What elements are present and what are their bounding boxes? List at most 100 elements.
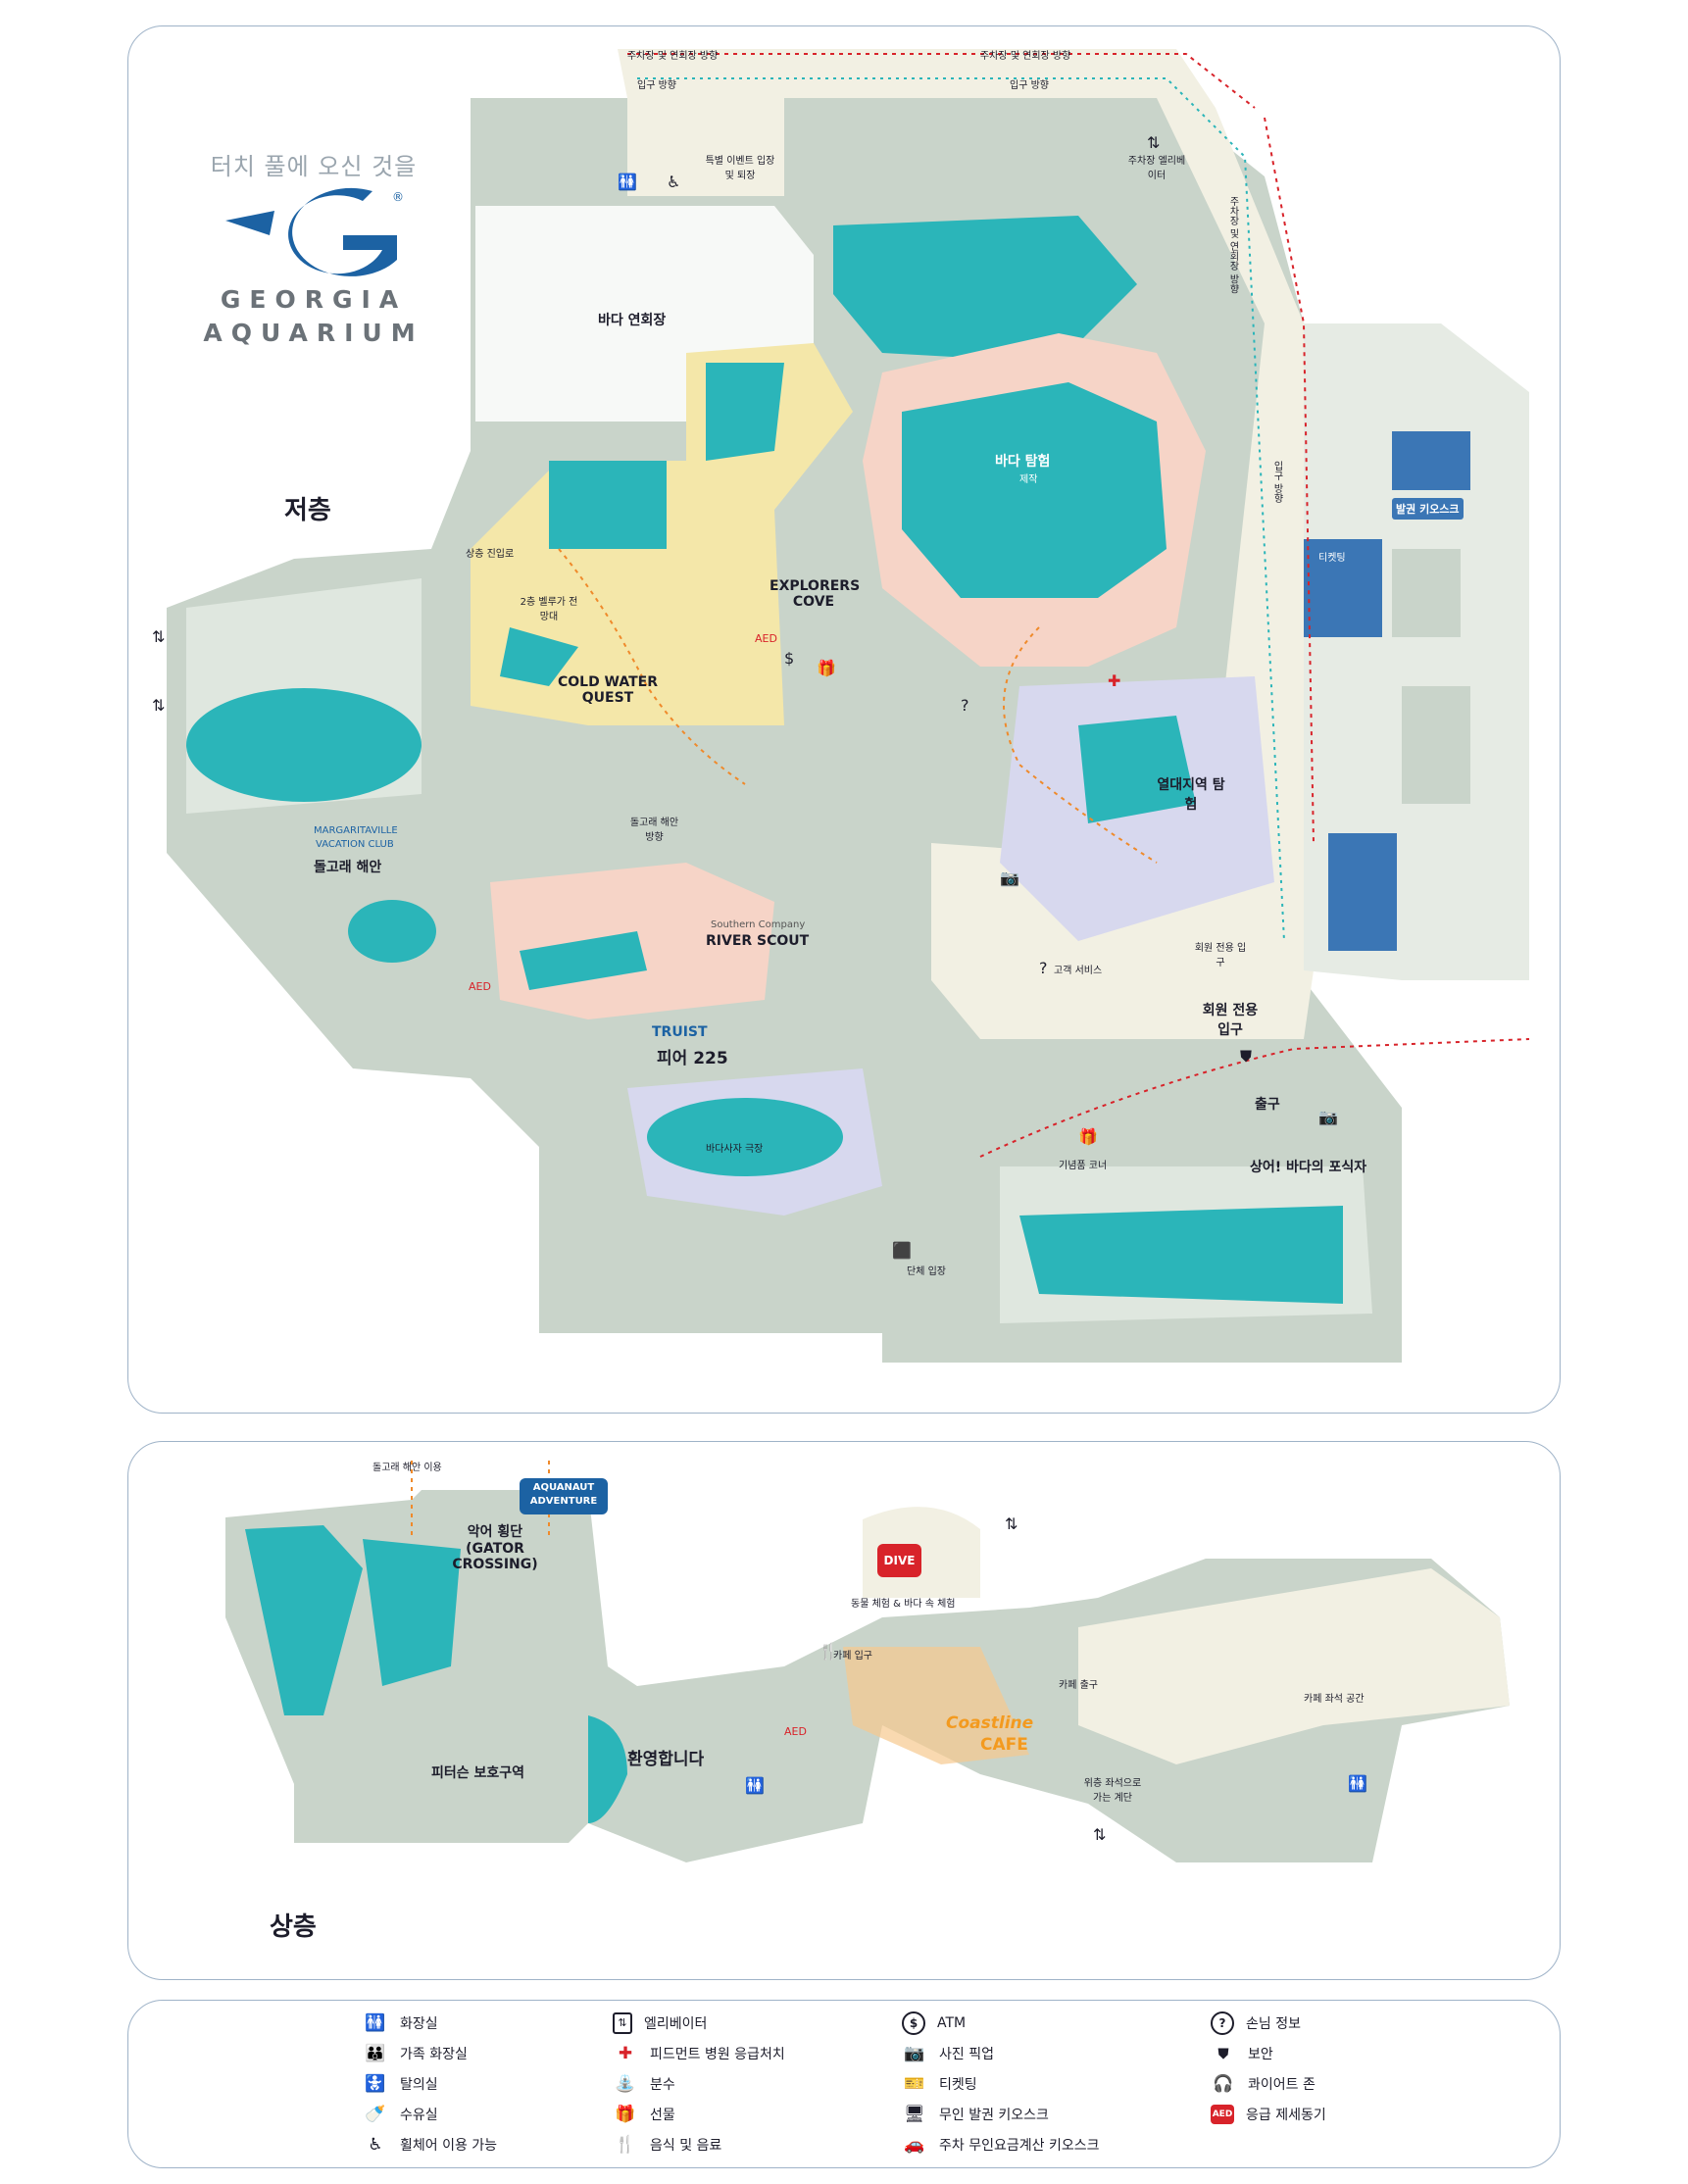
family-restroom-icon: 👪 (365, 2043, 386, 2063)
aed-icon: AED (755, 632, 777, 645)
dive-logo: DIVE (877, 1544, 921, 1577)
aed-icon: AED (1211, 2104, 1234, 2124)
nursing-room-icon: 🍼 (365, 2104, 386, 2124)
label-member-entrance-large: 회원 전용 입구 (1202, 1003, 1259, 1038)
legend-atm: $ATM (902, 2008, 1099, 2038)
route-path-2 (1003, 626, 1158, 864)
parking-kiosk-icon: 🚗 (904, 2134, 925, 2155)
label-second-floor-view: 2층 벨루가 전망대 (520, 597, 578, 622)
label-group-entrance: 단체 입장 (907, 1266, 946, 1277)
legend-wheelchair: ♿휠체어 이용 가능 (363, 2129, 497, 2159)
registered-mark: ® (392, 190, 404, 204)
whale-shark-tank (833, 216, 1137, 363)
brand-tagline: 터치 풀에 오신 것을 (210, 153, 418, 180)
label-stairs-to-seating: 위층 좌석으로 가는 계단 (1083, 1778, 1142, 1804)
fountain-icon: ⛲ (615, 2073, 636, 2094)
upper-floor-title: 상층 (270, 1912, 317, 1942)
legend-gift: 🎁선물 (613, 2099, 785, 2129)
label-special-event: 특별 이벤트 입장 및 퇴장 (705, 156, 775, 181)
legend-ticketing: 🎫티켓팅 (902, 2068, 1099, 2099)
georgia-aquarium-logo: ® (225, 187, 404, 276)
label-parking-elevator: 주차장 엘리베이터 (1127, 156, 1186, 181)
label-cafe-exit: 카페 출구 (1059, 1680, 1098, 1691)
explorers-tank (706, 363, 784, 461)
legend-food-drink: 🍴음식 및 음료 (613, 2129, 785, 2159)
legend-column-3: $ATM 📷사진 픽업 🎫티켓팅 🖥무인 발권 키오스크 🚗주차 무인요금계산 … (902, 2008, 1099, 2159)
atm-icon: $ (784, 649, 795, 668)
atm-icon: $ (902, 2010, 925, 2035)
photo-pickup-icon: 📷 (904, 2043, 925, 2063)
label-kiosk: 발권 키오스크 (1392, 498, 1464, 520)
first-aid-icon: ✚ (618, 2043, 633, 2063)
first-aid-icon: ✚ (1108, 671, 1121, 690)
label-margaritaville: MARGARITAVILLE (314, 825, 398, 836)
group-entrance-icon: ⬛ (892, 1241, 912, 1260)
elevator-icon: ⇅ (1005, 1514, 1018, 1533)
gift-icon: 🎁 (1078, 1127, 1098, 1146)
security-icon: ⛊ (1240, 1047, 1253, 1066)
elevator-icon: ⇅ (613, 2011, 632, 2034)
label-coastline-cafe-1: Coastline (946, 1713, 1034, 1733)
label-gator-crossing: 악어 횡단 (GATOR CROSSING) (452, 1524, 538, 1572)
label-directions-entrance-2: 입구 방향 (1010, 80, 1049, 91)
outer-walkway (618, 49, 1314, 1039)
ticketing-building (1304, 539, 1382, 637)
cold-water-tank (500, 627, 578, 686)
legend-changing-room: 🚼탈의실 (363, 2068, 497, 2099)
river-scout-tank (520, 931, 647, 990)
aquanaut-logo: AQUANAUT ADVENTURE (520, 1478, 608, 1514)
legend-panel (127, 2000, 1561, 2168)
shark-tank (1019, 1206, 1343, 1304)
legend-photo-pickup: 📷사진 픽업 (902, 2038, 1099, 2068)
label-peterson: 피터슨 보호구역 (431, 1765, 525, 1781)
sea-lion-pool (647, 1098, 843, 1176)
label-dolphin-direction: 돌고래 해안 방향 (629, 818, 679, 843)
parking-route (627, 53, 1256, 109)
parking-route-vertical (1264, 117, 1315, 844)
label-truist-sponsor: TRUIST (652, 1024, 708, 1040)
guest-info-icon: ? (1039, 959, 1048, 977)
restroom-icon: 🚻 (618, 173, 637, 191)
legend-first-aid: ✚피드먼트 병원 응급처치 (613, 2038, 785, 2068)
label-vertical-route-1: 주차장 및 연회장 방향 (1227, 196, 1238, 294)
legend-choir-zone: 🎧콰이어트 존 (1211, 2068, 1326, 2099)
legend-column-2: ⇅엘리베이터 ✚피드먼트 병원 응급처치 ⛲분수 🎁선물 🍴음식 및 음료 (613, 2008, 785, 2159)
blue-building (1328, 833, 1397, 951)
label-vertical-route-2: 입구 방향 (1271, 461, 1282, 504)
legend-family-restroom: 👪가족 화장실 (363, 2038, 497, 2068)
ticketing-icon: 🎫 (904, 2073, 925, 2094)
label-tropical-diver: 열대지역 탐험 (1157, 777, 1225, 813)
ocean-voyager-tank (902, 382, 1167, 598)
lower-floor-map (167, 49, 1530, 1363)
label-margaritaville-sub: VACATION CLUB (316, 839, 394, 850)
legend-column-1: 🚻화장실 👪가족 화장실 🚼탈의실 🍼수유실 ♿휠체어 이용 가능 (363, 2008, 497, 2159)
label-river-scout-sponsor: Southern Company (711, 919, 806, 930)
restroom-icon: 🚻 (365, 2012, 386, 2033)
label-upper-entry: 상층 진입로 (466, 549, 515, 560)
label-ocean-voyager-sub: 제작 (1019, 474, 1038, 485)
label-cold-water-quest: COLD WATER QUEST (557, 674, 659, 706)
label-sea-lion-theater: 바다사자 극장 (706, 1144, 764, 1155)
legend-security: ⛊보안 (1211, 2038, 1326, 2068)
label-cafe-seating: 카페 좌석 공간 (1304, 1694, 1365, 1705)
dolphin-pool (186, 688, 422, 802)
special-event-block (627, 98, 784, 196)
label-sharks: 상어! 바다의 포식자 (1250, 1160, 1367, 1175)
elevator-icon: ⇅ (152, 696, 166, 715)
aed-icon: AED (784, 1725, 807, 1738)
ticket-kiosk-icon: 🖥 (904, 2104, 925, 2124)
gator-pool-2 (363, 1539, 461, 1686)
guest-info-icon: ? (1211, 2010, 1234, 2035)
brand-name-line2: AQUARIUM (203, 319, 424, 347)
label-explorers-cove: EXPLORERS COVE (770, 578, 861, 610)
label-gift-shop: 기념품 코너 (1059, 1161, 1108, 1171)
lower-floor-title: 저층 (284, 496, 331, 525)
cafe-zone (843, 1647, 1029, 1764)
dolphin-small-pool (348, 900, 436, 963)
restroom-icon: 🚻 (1348, 1774, 1367, 1793)
label-ballroom: 바다 연회장 (598, 313, 667, 328)
tropical-tank (1078, 716, 1196, 823)
wheelchair-icon: ♿ (667, 173, 681, 191)
label-ocean-voyager: 바다 탐험 (995, 454, 1051, 470)
